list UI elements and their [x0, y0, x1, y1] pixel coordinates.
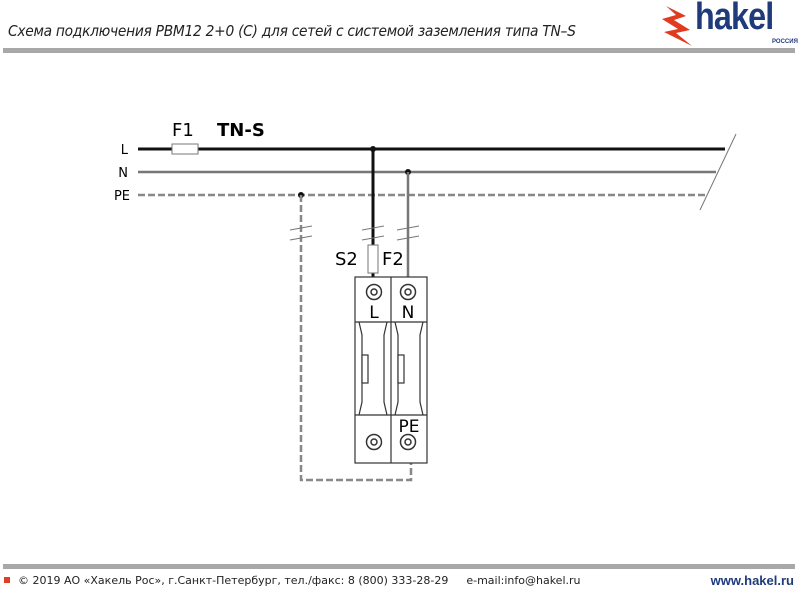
terminal-PE: PE: [399, 417, 420, 437]
terminal-N: N: [402, 303, 415, 323]
diagram-shape: [289, 225, 313, 231]
page-title: Схема подключения PBM12 2+0 (C) для сете…: [8, 22, 576, 40]
line-end-mark: [699, 133, 737, 211]
fuse-F1: [171, 143, 199, 155]
lightning-icon: [662, 6, 692, 46]
pe-wire: [299, 195, 413, 482]
label-PE: PE: [114, 189, 130, 204]
screw-terminals: [365, 283, 417, 451]
copyright: © 2019 АО «Хакель Рос», г.Санкт-Петербур…: [18, 574, 449, 587]
break-marks: [289, 225, 420, 241]
label-S2: S2: [335, 249, 358, 270]
diagram-shape: [361, 225, 385, 231]
diagram-shape: [404, 438, 412, 446]
diagram-shape: [396, 225, 420, 231]
bullet-icon: [4, 577, 10, 583]
footer: © 2019 АО «Хакель Рос», г.Санкт-Петербур…: [4, 573, 794, 588]
surge-protector: [354, 276, 428, 464]
diagram-shape: [289, 235, 313, 241]
hakel-logo: hakel РОССИЯ: [660, 0, 798, 50]
label-system: TN-S: [217, 120, 265, 141]
diagram-shape: [662, 6, 692, 46]
header-divider: [3, 48, 795, 53]
website-link[interactable]: www.hakel.ru: [710, 573, 794, 588]
diagram-shape: [404, 288, 412, 296]
label-F2: F2: [382, 249, 404, 270]
terminal-L: L: [369, 303, 379, 323]
label-F1: F1: [172, 120, 194, 141]
diagram-shape: [370, 288, 378, 296]
label-L: L: [121, 143, 129, 158]
diagram-shape: [396, 235, 420, 241]
footer-divider: [3, 564, 795, 569]
diagram-shape: [370, 438, 378, 446]
fuse-F2: [367, 244, 379, 274]
diagram-shape: [361, 235, 385, 241]
diagram-shape: [361, 354, 369, 384]
label-N: N: [118, 166, 128, 181]
email-link[interactable]: e-mail:info@hakel.ru: [466, 574, 581, 587]
diagram-shape: [397, 354, 405, 384]
